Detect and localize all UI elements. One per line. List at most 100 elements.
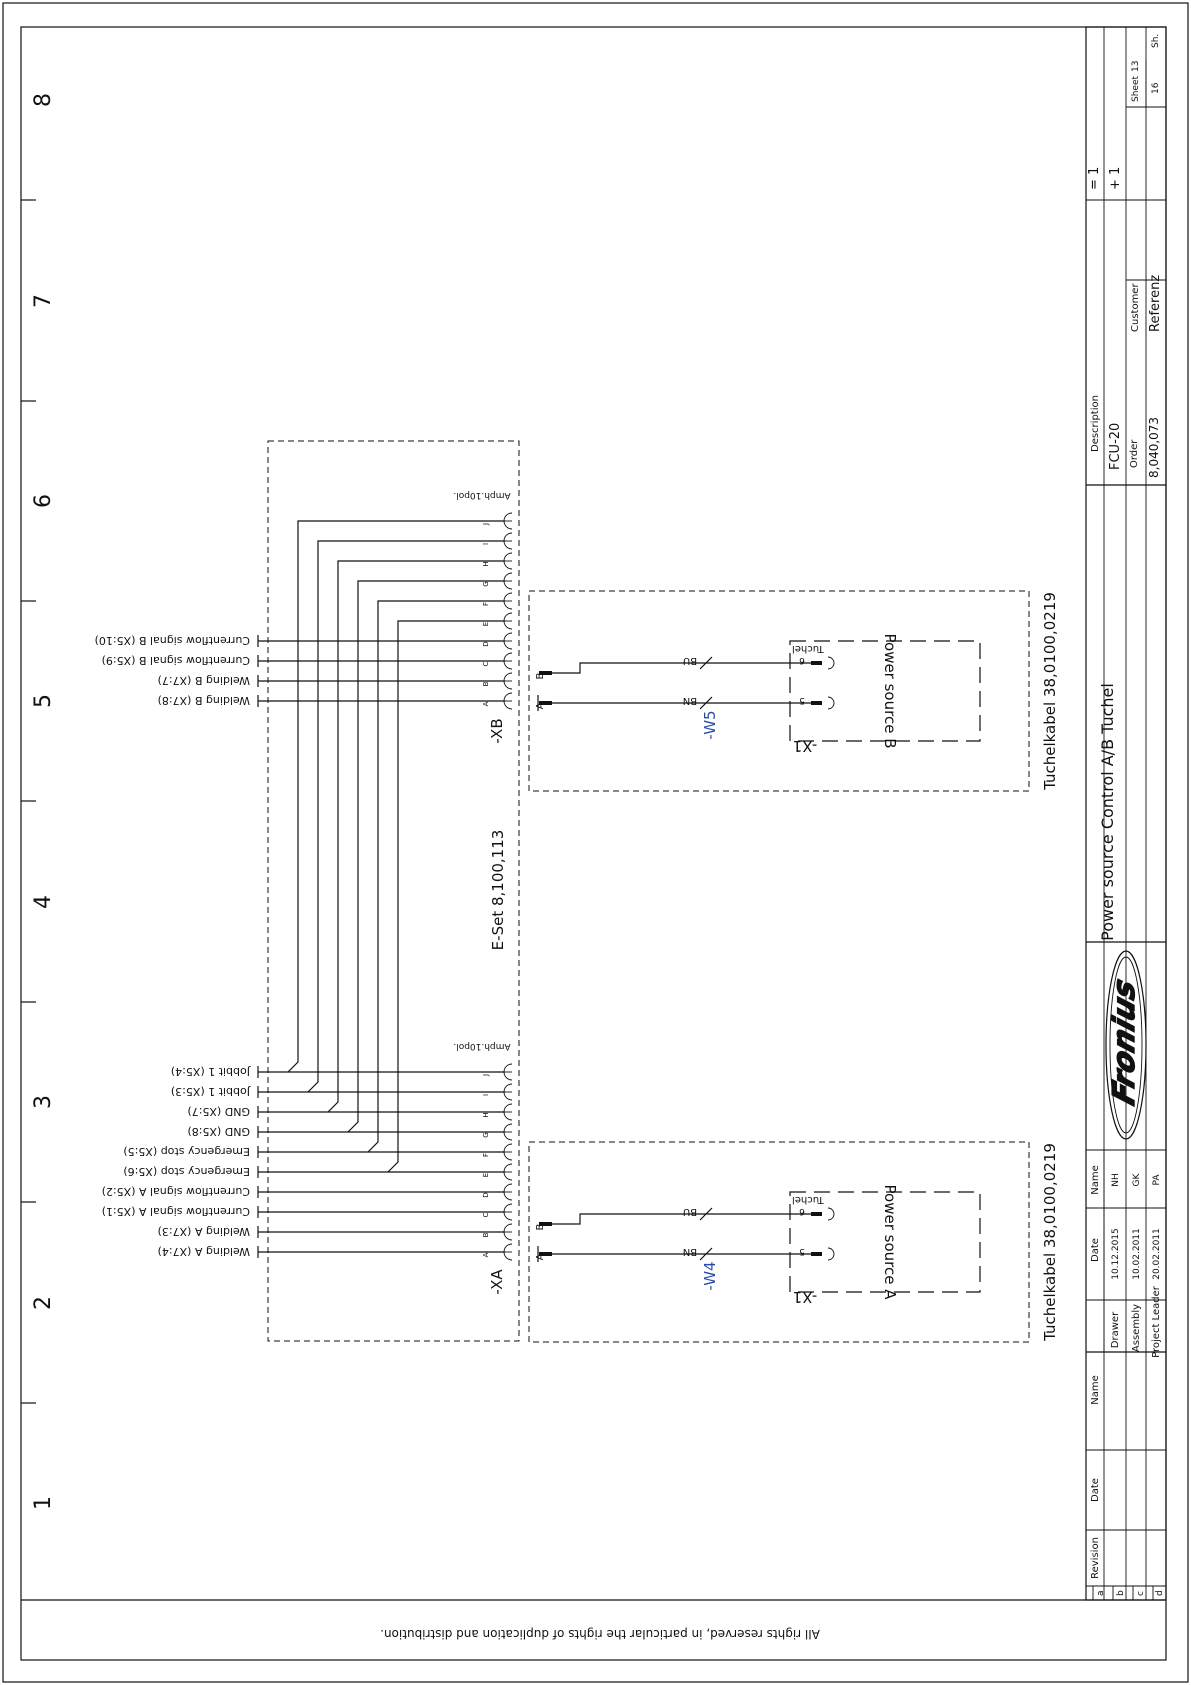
signal-label: Currentflow signal B (X5:9) — [102, 654, 250, 667]
signal-label: Emergency stop (X5:5) — [123, 1145, 250, 1158]
order-value: 8,040,073 — [1147, 417, 1161, 478]
x1-pin-number: 5 — [799, 1246, 805, 1256]
cable-wire — [552, 662, 817, 674]
wire-slash — [699, 696, 713, 710]
signal-label: Welding A (X7:4) — [158, 1245, 250, 1258]
bridge-wire — [327, 560, 505, 1113]
x1-socket — [827, 1247, 835, 1261]
pin-letter: A — [482, 1252, 490, 1257]
x1-socket — [827, 1207, 835, 1221]
zone-number: 6 — [31, 494, 56, 508]
assembly-name: GK — [1132, 1172, 1142, 1186]
signal-label: Currentflow signal A (X5:2) — [102, 1185, 250, 1198]
pin-letter: F — [482, 602, 490, 606]
assembly-role: Assembly — [1131, 1304, 1142, 1352]
power-source-box — [789, 640, 981, 742]
tuchel-label: Tuchel — [792, 643, 825, 654]
drawing-title: Power source Control A/B Tuchel — [1098, 683, 1117, 941]
assembly-date: 10.02.2011 — [1132, 1228, 1142, 1280]
bridge-wire — [307, 540, 505, 1093]
signal-label: Welding B (X7:7) — [158, 674, 250, 687]
cable-box — [528, 590, 1030, 792]
bridge-wire — [367, 600, 505, 1153]
connector-amph-label: Amph.10pol. — [453, 490, 510, 500]
zone-number: 5 — [31, 694, 56, 708]
signal-label: GND (X5:7) — [187, 1105, 250, 1118]
sheet-value: 13 — [1131, 61, 1141, 72]
x1-label: -X1 — [793, 1288, 818, 1306]
xa-xb-bridge-wires — [287, 520, 505, 1173]
drawer-role: Drawer — [1110, 1311, 1121, 1348]
zone-number: 2 — [31, 1296, 56, 1310]
power-source-label: Power source A — [881, 1185, 899, 1301]
signal-label: GND (X5:8) — [187, 1125, 250, 1138]
pin-letter: A — [482, 701, 490, 706]
logo-text: Fronius — [1107, 974, 1142, 1109]
zone-number: 8 — [31, 93, 56, 107]
signal-label: Jobbit 1 (X5:4) — [171, 1065, 251, 1078]
revision-letter: d — [1155, 1590, 1165, 1596]
project-leader-role: Project Leader — [1151, 1285, 1162, 1358]
core-color-label: BU — [683, 1206, 697, 1217]
cable-pin-label: A — [535, 1253, 546, 1260]
power-source-box — [789, 1191, 981, 1293]
copyright-notice: All rights reserved, in particular the r… — [380, 1627, 820, 1641]
tuchel-cable-b: Tuchelkabel 38,0100,0219ABBNBU-W5Tuchel-… — [528, 590, 1059, 792]
x1-pin-number: 6 — [799, 1206, 805, 1216]
zone-number: 4 — [31, 895, 56, 909]
tuchel-cable-a: Tuchelkabel 38,0100,0219ABBNBU-W4Tuchel-… — [528, 1141, 1059, 1343]
connector-id: -XA — [488, 1269, 506, 1295]
customer-value: Referenz — [1148, 275, 1163, 332]
power-source-label: Power source B — [881, 634, 899, 749]
revision-letter: a — [1096, 1590, 1106, 1596]
sheet-label: Sheet — [1131, 76, 1141, 102]
eset-box — [267, 440, 520, 1342]
zone-ruler: 1 2 3 4 5 6 7 8 — [21, 93, 56, 1510]
wire-slash — [699, 656, 713, 670]
bridge-wire — [287, 520, 505, 1073]
core-color-label: BN — [683, 1246, 697, 1257]
pin-letter: G — [482, 581, 490, 586]
pin-letter: F — [482, 1153, 490, 1157]
signal-label: Currentflow signal B (X5:10) — [95, 634, 250, 647]
zone-number: 7 — [31, 294, 56, 308]
pin-letter: H — [482, 1112, 490, 1117]
pin-letter: J — [482, 1074, 490, 1077]
revision-name-header: Name — [1090, 1375, 1101, 1405]
pin-letter: G — [482, 1132, 490, 1137]
connector-amph-label: Amph.10pol. — [453, 1041, 510, 1051]
revision-date-header: Date — [1090, 1478, 1101, 1502]
revision-letter: b — [1116, 1590, 1126, 1596]
pin-letter: E — [482, 622, 490, 626]
wire-slash — [699, 1207, 713, 1221]
x1-socket — [827, 656, 835, 670]
pin-letter: B — [482, 681, 490, 686]
wire-slash — [699, 1247, 713, 1261]
sheets-total: 16 — [1151, 82, 1161, 94]
pin-letter: H — [482, 561, 490, 566]
drawer-name: NH — [1111, 1173, 1121, 1187]
connector-id: -XB — [488, 718, 506, 743]
cable-pin-label: A — [535, 702, 546, 709]
equals-one: = 1 — [1087, 167, 1102, 190]
pin-letter: C — [482, 661, 490, 666]
pin-letter: J — [482, 523, 490, 526]
plus-one: + 1 — [1108, 167, 1123, 190]
title-block — [1085, 26, 1167, 1601]
pin-letter: I — [482, 543, 490, 545]
order-label: Order — [1129, 439, 1140, 468]
pin-letter: B — [482, 1232, 490, 1237]
wire-id: -W5 — [701, 710, 719, 739]
eset-label: E-Set 8,100,113 — [489, 830, 507, 951]
revision-letter: c — [1136, 1591, 1146, 1596]
inner-border — [20, 26, 1167, 1661]
fronius-logo: Fronius — [1105, 950, 1147, 1140]
signal-label: Emergency stop (X5:6) — [123, 1165, 250, 1178]
bridge-wire — [347, 580, 505, 1133]
cable-pin-label: B — [535, 672, 546, 679]
pin-letter: D — [482, 641, 490, 646]
cable-label: Tuchelkabel 38,0100,0219 — [1041, 592, 1059, 791]
signal-label: Jobbit 1 (X5:3) — [171, 1085, 251, 1098]
